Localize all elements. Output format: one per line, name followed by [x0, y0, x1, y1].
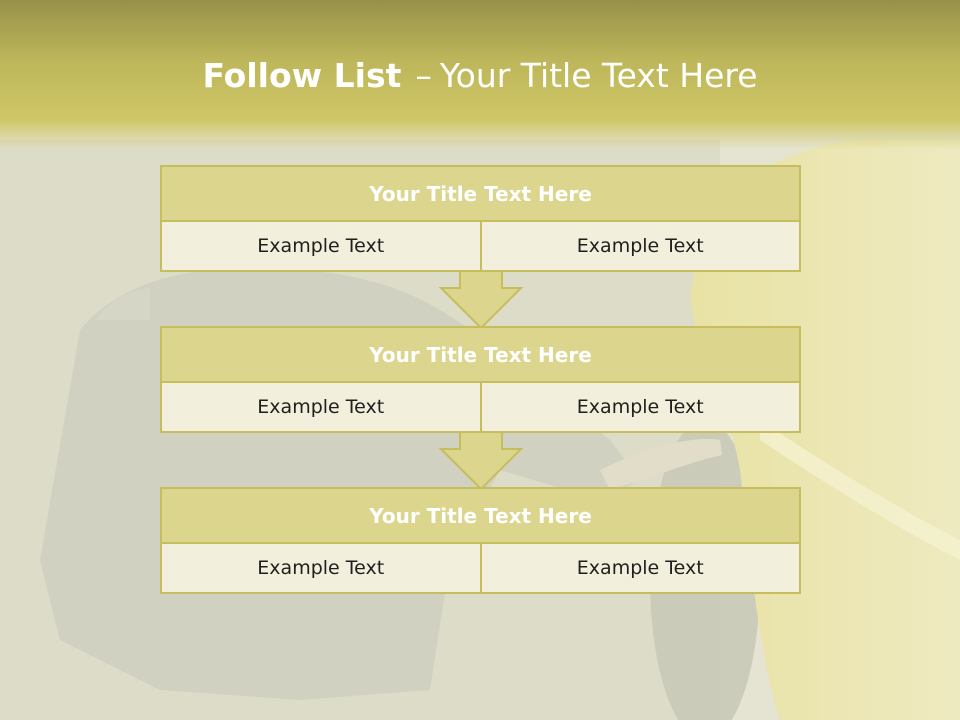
header-band — [0, 0, 960, 150]
block-left-text: Example Text — [162, 383, 480, 431]
block-row: Example Text Example Text — [160, 383, 801, 433]
title-bold: Follow List — [202, 56, 402, 95]
block-row: Example Text Example Text — [160, 222, 801, 272]
block-left-text: Example Text — [162, 222, 480, 270]
block-right-text: Example Text — [479, 222, 799, 270]
down-arrow-icon — [438, 270, 524, 330]
follow-block-2: Your Title Text Here Example Text Exampl… — [160, 326, 801, 433]
block-left-text: Example Text — [162, 544, 480, 592]
block-right-text: Example Text — [479, 544, 799, 592]
follow-block-1: Your Title Text Here Example Text Exampl… — [160, 165, 801, 272]
down-arrow-icon — [438, 431, 524, 491]
block-right-text: Example Text — [479, 383, 799, 431]
slide-title: Follow List–Your Title Text Here — [0, 52, 960, 100]
follow-block-3: Your Title Text Here Example Text Exampl… — [160, 487, 801, 594]
title-rest: Your Title Text Here — [439, 56, 758, 95]
title-dash: – — [415, 56, 432, 95]
block-title: Your Title Text Here — [160, 487, 801, 544]
block-title: Your Title Text Here — [160, 165, 801, 222]
block-title: Your Title Text Here — [160, 326, 801, 383]
block-row: Example Text Example Text — [160, 544, 801, 594]
